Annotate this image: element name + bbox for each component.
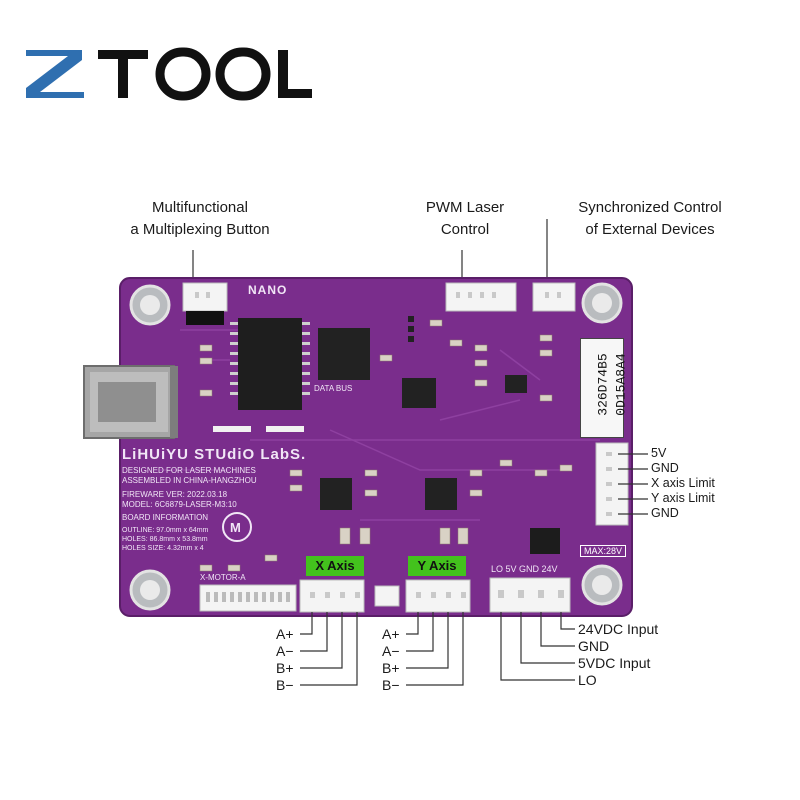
y-pin-b-minus: B− bbox=[382, 677, 400, 693]
y-pin-b-plus: B+ bbox=[382, 660, 400, 676]
board-info-line: HOLES SIZE: 4.32mm x 4 bbox=[122, 545, 204, 552]
power-leaders bbox=[500, 612, 575, 681]
x-axis-pin-labels: A+ A− B+ B− bbox=[276, 626, 294, 694]
x-axis-badge: X Axis bbox=[306, 556, 364, 576]
power-pin-lo: LO bbox=[578, 672, 597, 688]
pin-label-x-limit: X axis Limit bbox=[651, 476, 715, 490]
callout-button-line1: Multifunctional bbox=[152, 199, 248, 216]
board-name: LiHUiYU STUdiO LabS. bbox=[122, 446, 307, 463]
y-axis-badge: Y Axis bbox=[408, 556, 466, 576]
right-pin-leaders bbox=[618, 453, 648, 515]
serial-1: 326D74B5 bbox=[595, 353, 611, 416]
callout-sync-line1: Synchronized Control bbox=[578, 199, 722, 216]
callout-sync: Synchronized Control of External Devices bbox=[555, 197, 745, 241]
board-info-line: FIREWARE VER: 2022.03.18 bbox=[122, 490, 228, 499]
leader-lines bbox=[192, 219, 548, 283]
power-pin-labels: 24VDC Input GND 5VDC Input LO bbox=[578, 621, 658, 689]
serial-2: 0D15A8A4 bbox=[613, 353, 629, 416]
mounting-holes bbox=[129, 282, 623, 611]
pin-label-y-limit: Y axis Limit bbox=[651, 491, 715, 505]
y-axis-pin-labels: A+ A− B+ B− bbox=[382, 626, 400, 694]
x-axis-leaders bbox=[300, 612, 358, 686]
power-connector-labels: LO 5V GND 24V bbox=[491, 564, 558, 574]
svg-text:M: M bbox=[230, 520, 241, 535]
board-info-line: HOLES: 86.8mm x 53.8mm bbox=[122, 536, 208, 543]
pin-label-gnd: GND bbox=[651, 461, 679, 475]
y-pin-a-minus: A− bbox=[382, 643, 400, 659]
x-motor-label: X-MOTOR-A bbox=[200, 573, 246, 582]
board-info-line: MODEL: 6C6879-LASER-M3:10 bbox=[122, 500, 237, 509]
ztool-logo bbox=[22, 40, 312, 105]
usb-port bbox=[83, 365, 178, 439]
callout-pwm-line2: Control bbox=[440, 221, 490, 238]
y-axis-leaders bbox=[406, 612, 464, 686]
serial-label: 326D74B5 0D15A8A4 bbox=[580, 338, 629, 438]
power-pin-gnd: GND bbox=[578, 638, 610, 654]
board-info: DESIGNED FOR LASER MACHINES ASSEMBLED IN… bbox=[122, 466, 257, 553]
top-connectors bbox=[182, 282, 576, 325]
data-bus-label: DATA BUS bbox=[314, 384, 353, 393]
callout-button: Multifunctional a Multiplexing Button bbox=[100, 197, 300, 241]
x-pin-a-plus: A+ bbox=[276, 626, 294, 642]
power-pin-24v: 24VDC Input bbox=[578, 621, 659, 637]
right-pin-labels: 5V GND X axis Limit Y axis Limit GND bbox=[651, 447, 715, 522]
ztool-logo-graphic bbox=[26, 47, 312, 101]
x-pin-b-plus: B+ bbox=[276, 660, 294, 676]
board-info-line: DESIGNED FOR LASER MACHINES bbox=[122, 466, 256, 475]
x-pin-a-minus: A− bbox=[276, 643, 294, 659]
x-axis-connector bbox=[299, 579, 365, 613]
board-model-tag: NANO bbox=[248, 283, 288, 297]
board-info-line: ASSEMBLED IN CHINA-HANGZHOU bbox=[122, 476, 257, 485]
pin-label-5v: 5V bbox=[651, 446, 667, 460]
board-info-line: OUTLINE: 97.0mm x 64mm bbox=[122, 527, 209, 534]
callout-pwm-line1: PWM Laser bbox=[425, 199, 505, 216]
callout-button-line2: a Multiplexing Button bbox=[130, 221, 270, 238]
callout-sync-line2: of External Devices bbox=[585, 221, 715, 238]
chips bbox=[230, 318, 560, 554]
y-pin-a-plus: A+ bbox=[382, 626, 400, 642]
power-pin-5v: 5VDC Input bbox=[578, 655, 651, 671]
callout-pwm: PWM Laser Control bbox=[395, 197, 535, 241]
pin-label-gnd-2: GND bbox=[651, 506, 679, 520]
y-axis-connector bbox=[405, 579, 471, 613]
board-info-line: BOARD INFORMATION bbox=[122, 513, 209, 522]
max-voltage-label: MAX:28V bbox=[580, 545, 627, 557]
x-pin-b-minus: B− bbox=[276, 677, 294, 693]
